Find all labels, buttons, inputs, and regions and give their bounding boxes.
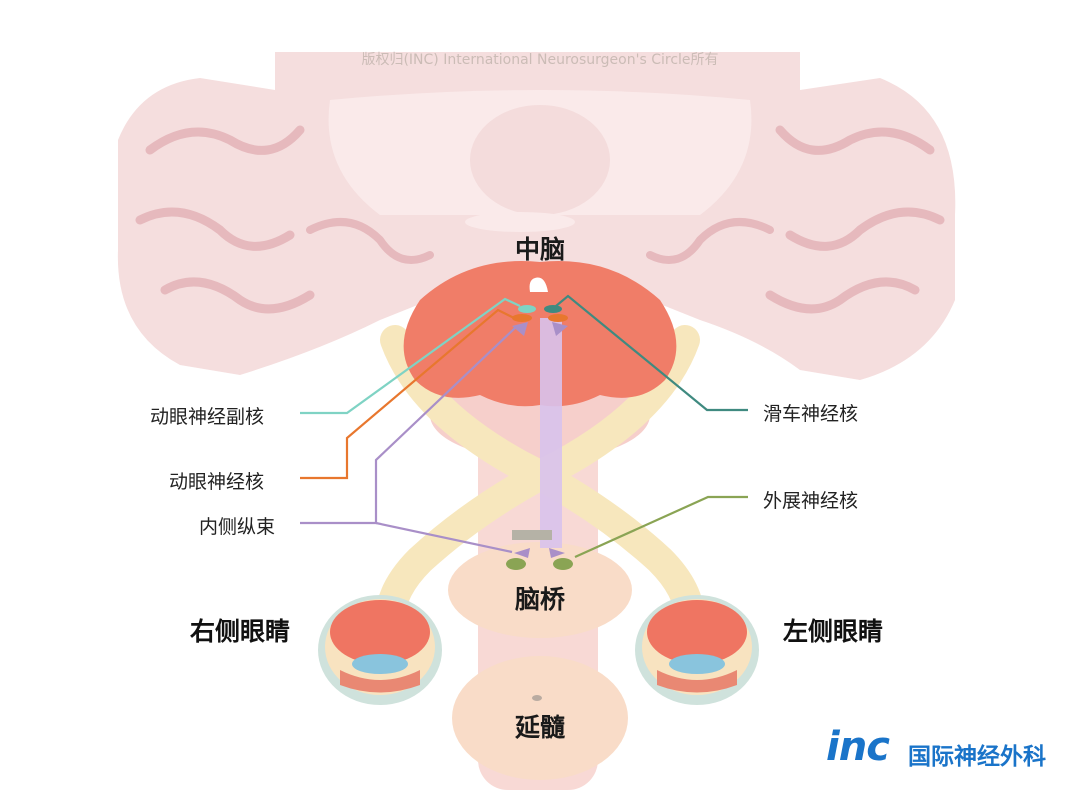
medulla-shape — [452, 656, 628, 780]
right-eye-label: 右侧眼睛 — [190, 617, 291, 646]
pons-shape — [448, 542, 632, 638]
cerebrum — [117, 52, 956, 380]
inc-logo-text: 国际神经外科 — [908, 744, 1046, 770]
leader-abducens — [574, 495, 748, 559]
abducens-nucleus-label: 外展神经核 — [763, 490, 859, 512]
copyright-watermark: 版权归(INC) International Neurosurgeon's Ci… — [361, 52, 719, 68]
oculomotor-nucleus-label: 动眼神经核 — [169, 471, 265, 493]
leader-trochlear — [555, 294, 748, 412]
central-canal — [532, 695, 542, 701]
edinger-westphal-label: 动眼神经副核 — [150, 406, 265, 428]
inc-logo: inc 国际神经外科 — [826, 724, 1061, 772]
trochlear-nucleus-label: 滑车神经核 — [763, 403, 859, 425]
nerve-tracts — [375, 325, 705, 635]
pons-nuclei — [506, 548, 573, 570]
leader-mlf — [300, 327, 516, 525]
leader-lines — [300, 294, 748, 559]
right-eye-shape — [318, 595, 442, 705]
inc-logo-mark: inc — [826, 724, 890, 770]
leader-edinger-westphal — [300, 297, 521, 415]
mlf-label: 内侧纵束 — [199, 516, 276, 538]
pons-label: 脑桥 — [515, 585, 566, 614]
aqueduct-mark — [512, 530, 552, 540]
midbrain-nuclei — [512, 305, 568, 336]
medulla-label: 延髓 — [515, 713, 566, 742]
left-eye-label: 左侧眼睛 — [783, 617, 884, 646]
midbrain-label: 中脑 — [515, 235, 566, 264]
leader-mlf-2 — [375, 521, 513, 554]
left-eye-shape — [635, 595, 759, 705]
leader-oculomotor — [300, 308, 515, 480]
mlf-band — [540, 318, 562, 548]
